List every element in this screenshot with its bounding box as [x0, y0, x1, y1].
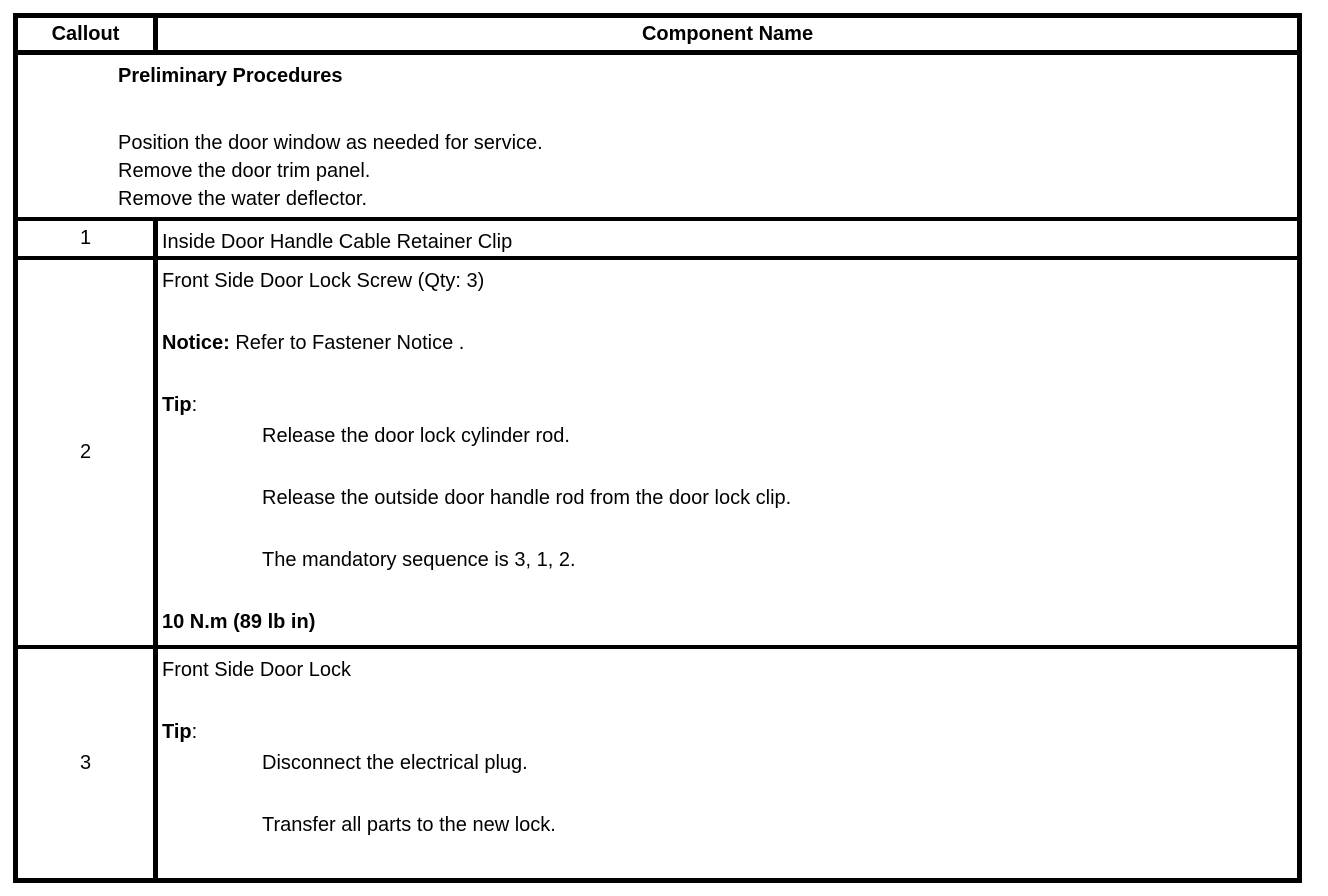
preliminary-procedures-title: Preliminary Procedures: [118, 65, 343, 87]
component-cell-1: Inside Door Handle Cable Retainer Clip: [158, 221, 1297, 260]
callout-cell-1: 1: [18, 221, 158, 260]
tip-item: Transfer all parts to the new lock.: [262, 814, 556, 836]
component-cell-3: Front Side Door Lock Tip: Disconnect the…: [158, 649, 1297, 878]
callout-number: 2: [79, 441, 92, 463]
notice-line: Notice: Refer to Fastener Notice .: [162, 328, 1287, 359]
callout-number: 1: [79, 227, 92, 249]
component-name: Inside Door Handle Cable Retainer Clip: [162, 231, 513, 253]
preliminary-step: Remove the water deflector.: [118, 188, 368, 210]
callout-number: 3: [79, 752, 92, 774]
component-callout-table: Callout Component Name Preliminary Proce…: [13, 13, 1302, 883]
header-cell-component-name: Component Name: [158, 18, 1297, 55]
tip-label: Tip: [162, 394, 192, 416]
tip-item: Release the door lock cylinder rod.: [262, 425, 570, 447]
tip-label: Tip: [162, 721, 192, 743]
tip-colon: :: [191, 394, 198, 416]
component-cell-2: Front Side Door Lock Screw (Qty: 3) Noti…: [158, 260, 1297, 649]
preliminary-procedures-row: Preliminary Procedures Position the door…: [18, 55, 1297, 221]
notice-label: Notice:: [162, 332, 230, 354]
tip-line: Tip:: [162, 717, 1287, 748]
preliminary-step: Remove the door trim panel.: [118, 160, 371, 182]
callout-cell-2: 2: [18, 260, 158, 649]
notice-text: Refer to Fastener Notice .: [229, 332, 465, 354]
header-component-name-label: Component Name: [641, 22, 814, 45]
torque-spec: 10 N.m (89 lb in): [162, 611, 316, 633]
tip-line: Tip:: [162, 390, 1287, 421]
tip-item: Disconnect the electrical plug.: [262, 752, 528, 774]
callout-cell-3: 3: [18, 649, 158, 878]
tip-item: Release the outside door handle rod from…: [262, 487, 792, 509]
header-cell-callout: Callout: [18, 18, 158, 55]
preliminary-steps: Position the door window as needed for s…: [118, 129, 1287, 213]
tip-colon: :: [191, 721, 198, 743]
preliminary-step: Position the door window as needed for s…: [118, 132, 543, 154]
component-name: Front Side Door Lock Screw (Qty: 3): [162, 270, 485, 292]
tip-item: The mandatory sequence is 3, 1, 2.: [262, 549, 576, 571]
component-name: Front Side Door Lock: [162, 659, 351, 681]
header-callout-label: Callout: [51, 22, 120, 45]
